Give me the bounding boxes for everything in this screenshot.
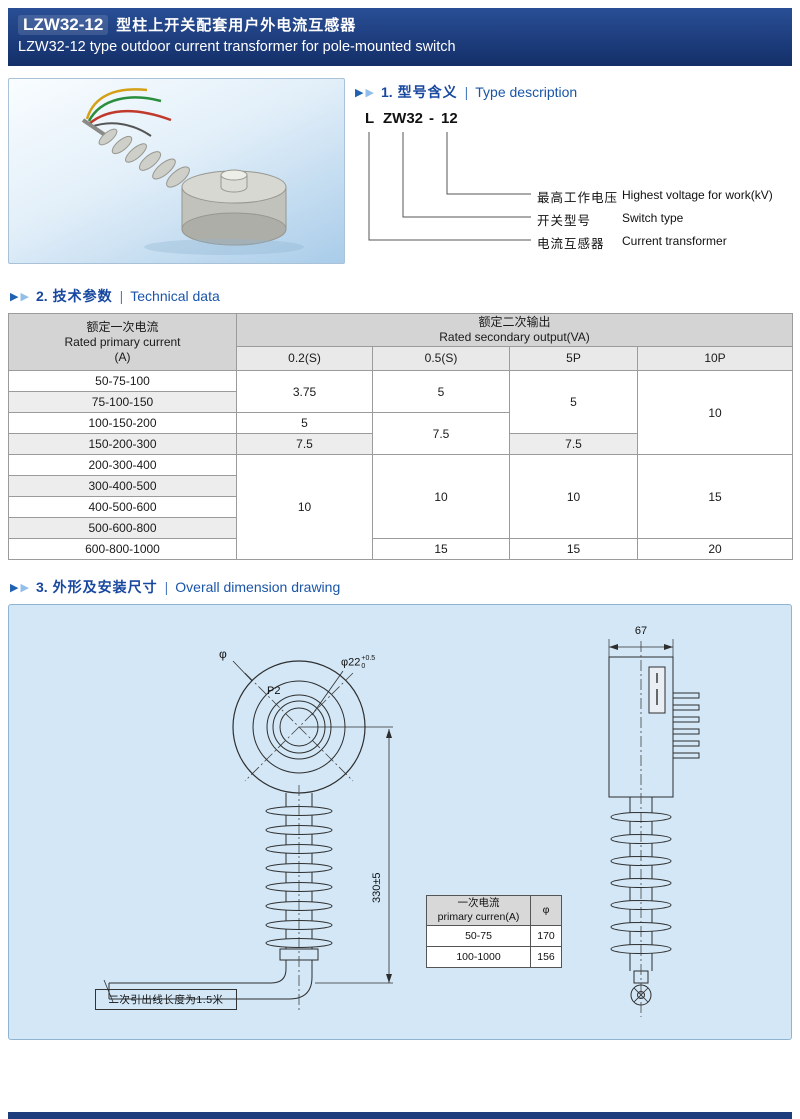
technical-data-table: 额定一次电流 Rated primary current (A) 额定二次输出 … (8, 313, 794, 560)
diameter-value-cell: 170 (530, 925, 562, 948)
output-value-cell: 7.5 (509, 433, 638, 455)
primary-current-cell: 150-200-300 (8, 433, 237, 455)
section-arrow-icon: ▶ (20, 290, 29, 303)
code-meaning-en: Highest voltage for work(kV) (622, 188, 773, 202)
section-title-en: Technical data (130, 288, 220, 304)
primary-current-cell: 300-400-500 (8, 475, 237, 497)
table-row: 400-500-600 (8, 496, 793, 518)
section-title-zh: 型号含义 (397, 84, 458, 100)
section-1-heading: ▶▶ 1. 型号含义 | Type description (355, 82, 792, 102)
height-dimension-label: 330±5 (371, 872, 383, 903)
terminal-p2-label: P2 (267, 685, 281, 697)
type-code-letter: L (365, 110, 375, 127)
table-row: 200-300-400 10 10 10 15 (8, 454, 794, 560)
dimension-drawing-lines (103, 639, 700, 1017)
diameter-value-cell: 156 (530, 946, 562, 969)
primary-current-cell: 600-800-1000 (8, 538, 237, 560)
output-value-cell: 20 (636, 538, 794, 560)
diameter-table: 一次电流 primary curren(A) φ 50-75 170 100-1… (426, 894, 562, 969)
accuracy-class-header: 5P (509, 346, 638, 371)
primary-current-cell: 100-150-200 (8, 412, 237, 434)
current-range-cell: 50-75 (426, 925, 531, 948)
catalog-page: LZW32-12 型柱上开关配套用户外电流互感器 LZW32-12 type o… (0, 8, 800, 1119)
type-code-voltage: 12 (441, 110, 458, 127)
code-meaning-zh: 开关型号 (537, 214, 592, 228)
output-value-cell: 5 (372, 370, 510, 413)
diameter-table-phi-header: φ (530, 894, 562, 927)
section-title-en: Overall dimension drawing (175, 579, 341, 595)
primary-current-cell: 50-75-100 (8, 370, 237, 392)
type-code-series: ZW32 (383, 110, 424, 127)
code-meaning-en: Switch type (622, 211, 684, 225)
table-row: 600-800-1000 15 15 20 (8, 538, 794, 560)
type-code-diagram: L ZW32 - 12 最高工作电压 Highest voltage for w… (355, 110, 792, 270)
output-value-cell: 5 (509, 370, 638, 434)
table-row: 100-1000 156 (426, 946, 562, 969)
page-header: LZW32-12 型柱上开关配套用户外电流互感器 LZW32-12 type o… (8, 8, 792, 66)
section-divider: | (164, 579, 169, 595)
code-meaning-zh: 电流互感器 (537, 237, 605, 251)
section-divider: | (119, 288, 124, 304)
table-row: 50-75 170 (426, 925, 562, 948)
cable-length-note: 二次引出线长度为1.5米 (95, 989, 237, 1010)
output-value-cell: 15 (636, 454, 794, 539)
primary-current-cell: 400-500-600 (8, 496, 237, 518)
secondary-output-header: 额定二次输出 Rated secondary output(VA) (235, 313, 794, 347)
section-2-heading: ▶▶ 2. 技术参数 | Technical data (10, 286, 800, 306)
section-divider: | (464, 84, 469, 100)
output-value-cell: 7.5 (372, 412, 510, 455)
product-model: LZW32-12 (18, 15, 109, 35)
output-value-cell: 10 (509, 454, 638, 539)
outer-diameter-label: φ (219, 647, 227, 661)
section-arrow-icon: ▶ (10, 581, 19, 594)
type-description-section: ▶▶ 1. 型号含义 | Type description L ZW32 - 1… (355, 78, 792, 270)
type-code-leader-lines (368, 132, 531, 241)
table-row: 50-75-100 3.75 5 5 10 (8, 370, 794, 455)
page-title-zh: 型柱上开关配套用户外电流互感器 (116, 17, 357, 34)
output-value-cell: 10 (236, 454, 373, 560)
page-title-en: LZW32-12 type outdoor current transforme… (18, 39, 456, 55)
primary-current-cell: 200-300-400 (8, 454, 237, 476)
product-photo (8, 78, 345, 264)
table-header-row: 一次电流 primary curren(A) φ (426, 894, 562, 927)
section-arrow-icon: ▶ (365, 86, 374, 99)
section-title-zh: 外形及安装尺寸 (52, 579, 158, 595)
table-row: 100-150-200 5 7.5 (8, 412, 793, 455)
section-arrow-icon: ▶ (20, 581, 29, 594)
output-value-cell: 10 (372, 454, 510, 539)
section-number: 3. (35, 579, 48, 595)
code-meaning-en: Current transformer (622, 234, 727, 248)
output-value-cell: 10 (636, 370, 794, 455)
accuracy-class-header: 10P (636, 346, 794, 371)
width-dimension-label: 67 (634, 625, 648, 637)
current-range-cell: 100-1000 (426, 946, 531, 969)
table-header-row: 额定一次电流 Rated primary current (A) 额定二次输出 … (8, 313, 794, 371)
section-title-zh: 技术参数 (52, 288, 113, 304)
output-value-cell: 7.5 (236, 433, 373, 455)
output-value-cell: 15 (372, 538, 510, 560)
footer-bar (8, 1112, 792, 1119)
accuracy-class-header: 0.5(S) (372, 346, 510, 371)
output-value-cell: 3.75 (236, 370, 373, 413)
output-value-cell: 15 (509, 538, 638, 560)
primary-current-header: 额定一次电流 Rated primary current (A) (8, 313, 237, 371)
type-code-dash: - (429, 110, 434, 127)
output-value-cell: 5 (236, 412, 373, 434)
section-arrow-icon: ▶ (10, 290, 19, 303)
accuracy-class-header: 0.2(S) (236, 346, 373, 371)
section-title-en: Type description (475, 84, 578, 100)
product-photo-illustration (81, 88, 304, 255)
diameter-table-current-header: 一次电流 primary curren(A) (426, 894, 531, 927)
section-arrow-icon: ▶ (355, 86, 364, 99)
section-3-heading: ▶▶ 3. 外形及安装尺寸 | Overall dimension drawin… (10, 577, 800, 597)
section-number: 1. (380, 84, 393, 100)
intro-row: ▶▶ 1. 型号含义 | Type description L ZW32 - 1… (8, 78, 792, 270)
primary-current-cell: 75-100-150 (8, 391, 237, 413)
section-number: 2. (35, 288, 48, 304)
primary-current-cell: 500-600-800 (8, 517, 237, 539)
header-line-1: LZW32-12 型柱上开关配套用户外电流互感器 (18, 14, 782, 35)
code-meaning-zh: 最高工作电压 (537, 191, 619, 205)
